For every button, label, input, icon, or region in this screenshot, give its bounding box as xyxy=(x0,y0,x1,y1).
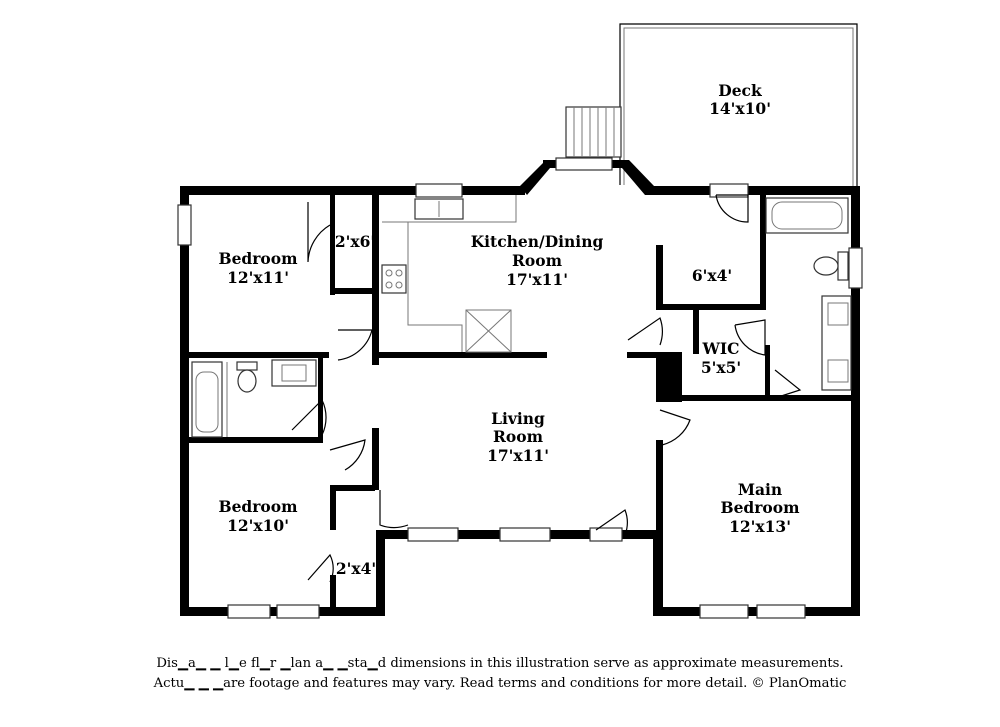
svg-text:Room: Room xyxy=(493,427,544,446)
kitchen-counters xyxy=(381,195,517,353)
exterior-walls xyxy=(180,160,860,616)
deck xyxy=(619,23,858,186)
svg-text:17'x11': 17'x11' xyxy=(487,446,549,465)
room-kitchen-label: Kitchen/Dining Room 17'x11' xyxy=(471,232,604,289)
svg-text:12'x11': 12'x11' xyxy=(227,268,289,287)
svg-text:12'x13': 12'x13' xyxy=(729,517,791,536)
disclaimer-line-2: Actu▁ ▁ ▁are footage and features may va… xyxy=(153,676,847,691)
floor-plan: Deck 14'x10' Kitchen/Dining Room 17'x11'… xyxy=(177,23,863,619)
svg-text:5'x5': 5'x5' xyxy=(701,358,741,377)
interior-walls xyxy=(189,195,851,610)
room-wic-label: WIC 5'x5' xyxy=(701,339,741,377)
svg-text:Kitchen/Dining: Kitchen/Dining xyxy=(471,232,604,251)
room-deck-label: Deck 14'x10' xyxy=(709,81,771,118)
doors xyxy=(291,194,802,583)
room-main-bedroom-label: Main Bedroom 12'x13' xyxy=(720,480,800,536)
svg-text:Living: Living xyxy=(491,409,545,428)
svg-text:Bedroom: Bedroom xyxy=(218,249,298,268)
room-living-label: Living Room 17'x11' xyxy=(487,409,549,465)
disclaimer-line-1: Dis▁a▁ ▁ l▁e fl▁r ▁lan a▁ ▁sta▁d dimensi… xyxy=(156,656,844,671)
svg-text:Bedroom: Bedroom xyxy=(218,497,298,516)
room-bedroom2-label: Bedroom 12'x10' xyxy=(218,497,298,535)
closet-6x4-label: 6'x4' xyxy=(692,266,732,285)
room-bedroom1-label: Bedroom 12'x11' xyxy=(218,249,298,287)
svg-text:Room: Room xyxy=(512,251,563,270)
svg-text:Deck: Deck xyxy=(718,81,762,100)
svg-text:17'x11': 17'x11' xyxy=(506,270,568,289)
svg-text:WIC: WIC xyxy=(702,339,740,358)
svg-text:12'x10': 12'x10' xyxy=(227,516,289,535)
master-bath xyxy=(765,197,852,391)
hall-bath xyxy=(191,359,317,438)
closet-2x4-label: 2'x4' xyxy=(336,559,376,578)
windows xyxy=(177,157,863,619)
closet-2x6-label: 2'x6' xyxy=(335,232,375,251)
svg-text:Bedroom: Bedroom xyxy=(720,498,800,517)
svg-text:Main: Main xyxy=(738,480,782,499)
deck-stairs xyxy=(565,106,622,158)
svg-text:14'x10': 14'x10' xyxy=(709,99,771,118)
